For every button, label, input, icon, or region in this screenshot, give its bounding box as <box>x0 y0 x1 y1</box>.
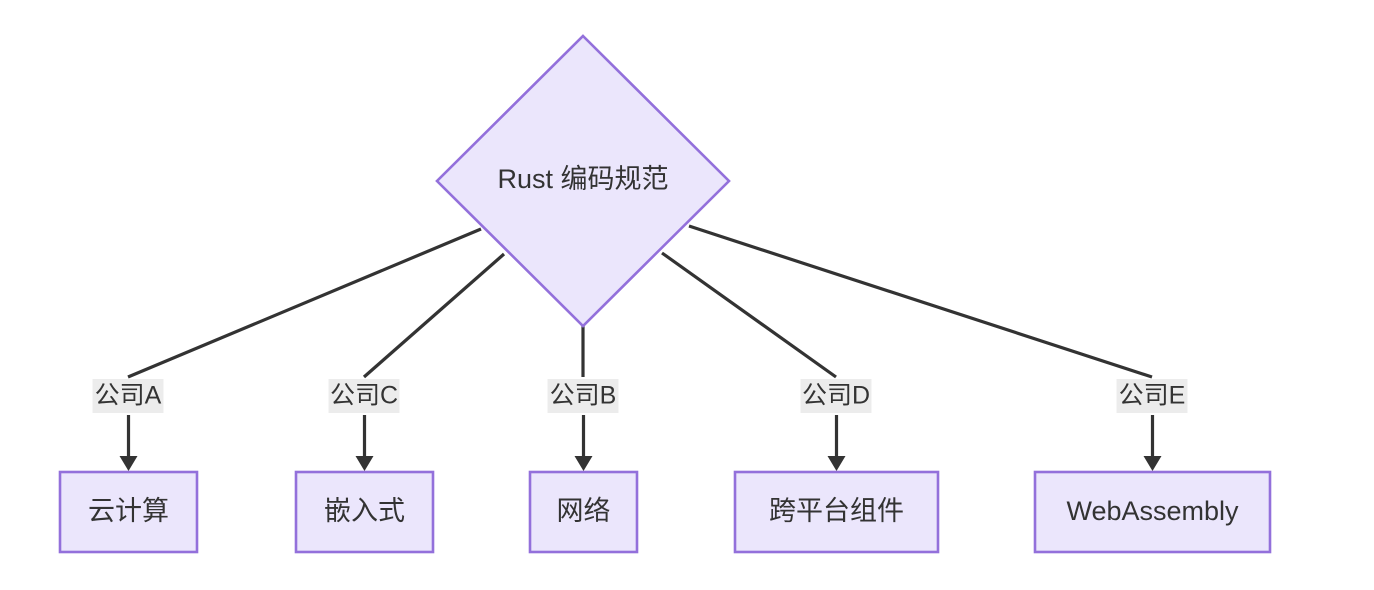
edge-labels-group: 公司A 公司C 公司B 公司D 公司E <box>92 379 1188 413</box>
leaf-node-n4[interactable]: 跨平台组件 <box>733 470 940 554</box>
edge-label-e5[interactable]: 公司E <box>1116 379 1188 413</box>
arrow-head-icon-e5 <box>1143 456 1162 471</box>
leaf-node-n1[interactable]: 云计算 <box>58 470 199 554</box>
leaf-node-shape-n4[interactable] <box>733 470 940 554</box>
leaf-node-shape-n1[interactable] <box>58 470 199 554</box>
root-node-label: Rust 编码规范 <box>497 164 668 194</box>
leaf-node-n3[interactable]: 网络 <box>528 470 639 554</box>
edge-label-e1[interactable]: 公司A <box>92 379 164 413</box>
edge-label-e4[interactable]: 公司D <box>800 379 872 413</box>
leaf-node-n5[interactable]: WebAssembly <box>1033 470 1272 554</box>
edge-label-text-e2: 公司C <box>330 382 398 410</box>
edge-line-e4[interactable] <box>661 251 837 379</box>
edge-label-e2[interactable]: 公司C <box>328 379 400 413</box>
edge-label-text-e4: 公司D <box>802 382 870 410</box>
leaf-node-shape-n2[interactable] <box>294 470 435 554</box>
edge-lines-group <box>127 224 1153 379</box>
edge-label-bg-e1 <box>92 379 164 413</box>
leaf-node-label-n5: WebAssembly <box>1066 496 1239 526</box>
leaf-node-label-n4: 跨平台组件 <box>769 496 904 526</box>
leaf-nodes-group: 云计算 嵌入式 网络 跨平台组件 WebAssembly <box>58 470 1272 554</box>
arrow-stems-group <box>119 415 1162 471</box>
leaf-node-label-n3: 网络 <box>557 496 611 526</box>
edge-label-text-e1: 公司A <box>95 382 162 410</box>
edge-label-bg-e3 <box>547 379 619 413</box>
edge-line-e2[interactable] <box>362 252 506 379</box>
leaf-node-shape-n3[interactable] <box>528 470 639 554</box>
edge-label-text-e5: 公司E <box>1119 382 1186 410</box>
edge-label-e3[interactable]: 公司B <box>547 379 619 413</box>
leaf-node-label-n2: 嵌入式 <box>324 496 405 526</box>
edge-label-bg-e4 <box>800 379 872 413</box>
arrow-head-icon-e1 <box>119 456 138 471</box>
root-node-shape[interactable] <box>435 34 731 328</box>
arrow-head-icon-e4 <box>827 456 846 471</box>
leaf-node-n2[interactable]: 嵌入式 <box>294 470 435 554</box>
edge-line-e5[interactable] <box>688 224 1153 379</box>
arrow-head-icon-e2 <box>355 456 374 471</box>
edge-line-e1[interactable] <box>127 227 482 379</box>
edge-label-bg-e2 <box>328 379 400 413</box>
leaf-node-label-n1: 云计算 <box>88 496 169 526</box>
edge-label-bg-e5 <box>1116 379 1188 413</box>
arrow-head-icon-e3 <box>574 456 593 471</box>
edge-label-text-e3: 公司B <box>550 382 617 410</box>
leaf-node-shape-n5[interactable] <box>1033 470 1272 554</box>
root-node-diamond[interactable]: Rust 编码规范 <box>435 34 731 328</box>
